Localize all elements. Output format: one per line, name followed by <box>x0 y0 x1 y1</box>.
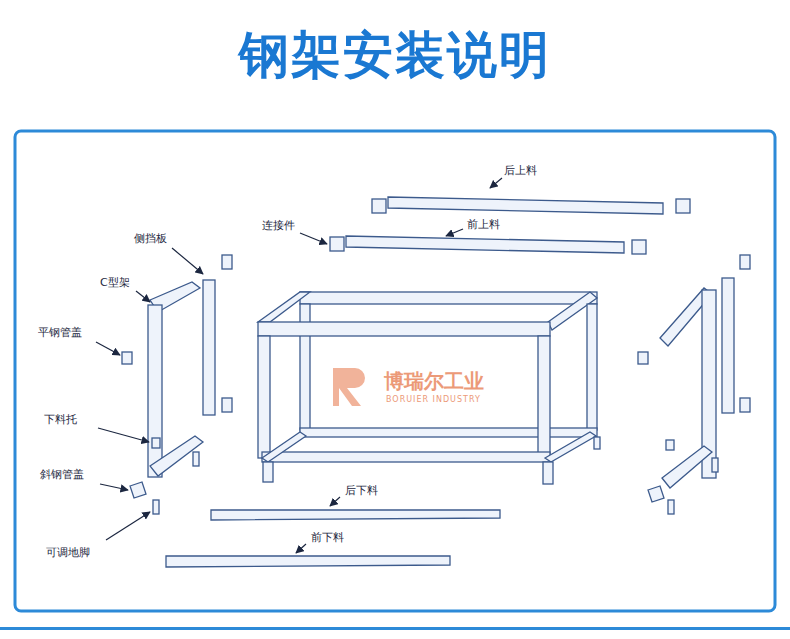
part-label: 后上料 <box>504 164 537 177</box>
part-label: 斜钢管盖 <box>40 468 84 481</box>
part-label: 前下料 <box>311 531 344 544</box>
part-label: 侧挡板 <box>134 232 167 245</box>
part-label: 连接件 <box>262 219 295 232</box>
page-title: 钢架安装说明 <box>0 22 790 89</box>
part-label: 平钢管盖 <box>38 326 82 339</box>
part-label: 前上料 <box>467 218 500 231</box>
panel-border <box>15 131 775 611</box>
part-label: 后下料 <box>345 484 378 497</box>
watermark-text: 博瑞尔工业 <box>384 370 484 392</box>
part-label: C型架 <box>100 276 130 289</box>
parts <box>122 197 750 567</box>
leader-arrows <box>96 178 502 553</box>
part-label: 下料托 <box>44 413 77 426</box>
part-label: 可调地脚 <box>46 546 90 559</box>
watermark-text: BORUIER INDUSTRY <box>386 395 481 405</box>
watermark-logo <box>333 368 365 406</box>
bottom-rule <box>0 627 790 630</box>
